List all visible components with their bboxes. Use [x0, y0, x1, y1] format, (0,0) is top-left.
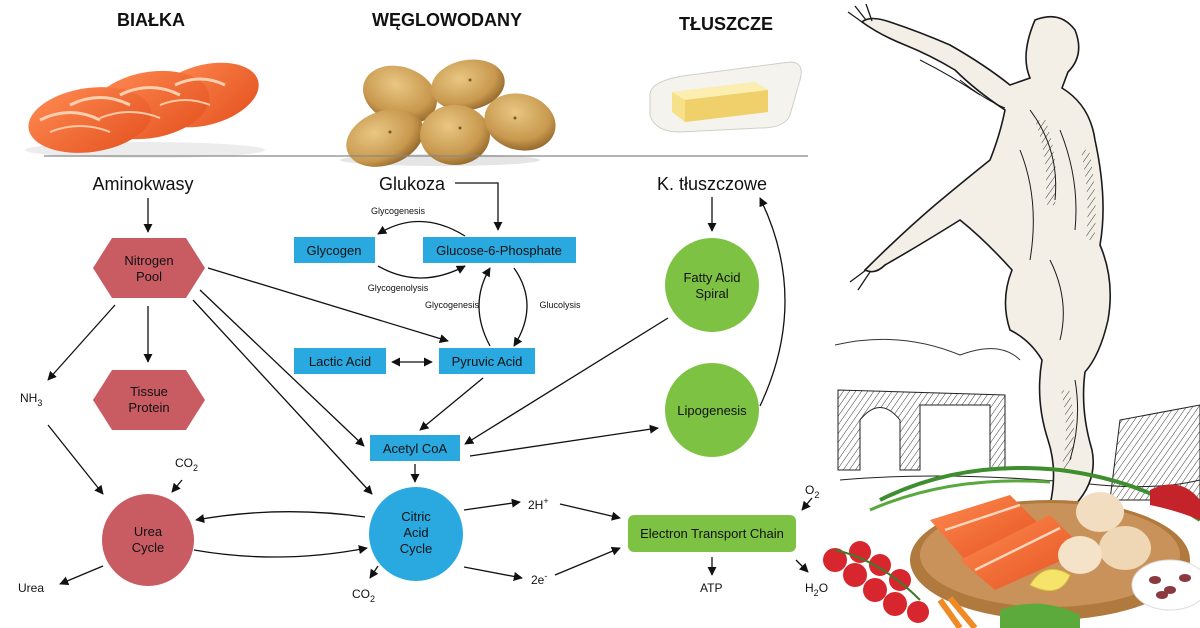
acetyl-coa-label: Acetyl CoA: [383, 441, 448, 456]
citric-cycle-label-2: Acid: [403, 525, 428, 540]
butter-dish-image: [649, 61, 802, 133]
lactic-acid-label: Lactic Acid: [309, 354, 371, 369]
lactic-acid-box: [294, 348, 386, 374]
electron-transport-chain-label: Electron Transport Chain: [640, 526, 784, 541]
acetyl-coa-box: [370, 435, 460, 461]
tissue-protein-node: [93, 370, 205, 430]
header-proteins: BIAŁKA: [117, 10, 185, 30]
glycogen-box: [294, 237, 375, 263]
oxygen-label: O2: [805, 483, 819, 500]
urea-cycle-label-1: Urea: [134, 524, 163, 539]
glycogenolysis-label: Glycogenolysis: [368, 283, 429, 293]
source-aminoacids: Aminokwasy: [92, 174, 193, 194]
citric-cycle-label-3: Cycle: [400, 541, 433, 556]
header-carbs: WĘGLOWODANY: [372, 10, 522, 30]
glycogenesis-top-label: Glycogenesis: [371, 206, 426, 216]
co2-output-label: CO2: [352, 587, 375, 604]
citric-acid-cycle-node: [369, 487, 463, 581]
nh3-label: NH3: [20, 391, 42, 408]
hydrogen-ions-label: 2H+: [528, 496, 549, 512]
pyruvic-acid-label: Pyruvic Acid: [452, 354, 523, 369]
electron-transport-chain-box: [628, 515, 796, 552]
tissue-protein-label-1: Tissue: [130, 384, 168, 399]
nitrogen-pool-label-1: Nitrogen: [124, 253, 173, 268]
fatty-acid-spiral-node: [665, 238, 759, 332]
fatty-acid-spiral-label-1: Fatty Acid: [683, 270, 740, 285]
urea-cycle-label-2: Cycle: [132, 540, 165, 555]
source-glucose: Glukoza: [379, 174, 446, 194]
tissue-protein-label-2: Protein: [128, 400, 169, 415]
nitrogen-pool-label-2: Pool: [136, 269, 162, 284]
glycogenesis-side-label: Glycogenesis: [425, 300, 480, 310]
nitrogen-pool-node: [93, 238, 205, 298]
salmon-slices-image: [25, 62, 265, 158]
pyruvic-acid-box: [439, 348, 535, 374]
lipogenesis-node: [665, 363, 759, 457]
urea-output-label: Urea: [18, 581, 44, 595]
healthy-food-platter-image: [823, 466, 1200, 628]
glucose-6-phosphate-box: [423, 237, 576, 263]
lipogenesis-label: Lipogenesis: [677, 403, 747, 418]
electrons-label: 2e-: [531, 571, 547, 587]
urea-cycle-node: [102, 494, 194, 586]
fatty-acid-spiral-label-2: Spiral: [695, 286, 728, 301]
pathway-arrows: [47, 182, 813, 586]
glycogen-label: Glycogen: [307, 243, 362, 258]
source-fatty-acids: K. tłuszczowe: [657, 174, 767, 194]
glycolysis-label: Glucolysis: [539, 300, 581, 310]
citric-cycle-label-1: Citric: [401, 509, 431, 524]
glucose-6-phosphate-label: Glucose-6-Phosphate: [436, 243, 562, 258]
atp-label: ATP: [700, 581, 722, 595]
potatoes-image: [340, 59, 556, 167]
co2-input-label: CO2: [175, 456, 198, 473]
anatomical-figure-image: [834, 3, 1200, 506]
header-fats: TŁUSZCZE: [679, 14, 773, 34]
water-label: H2O: [805, 581, 828, 598]
